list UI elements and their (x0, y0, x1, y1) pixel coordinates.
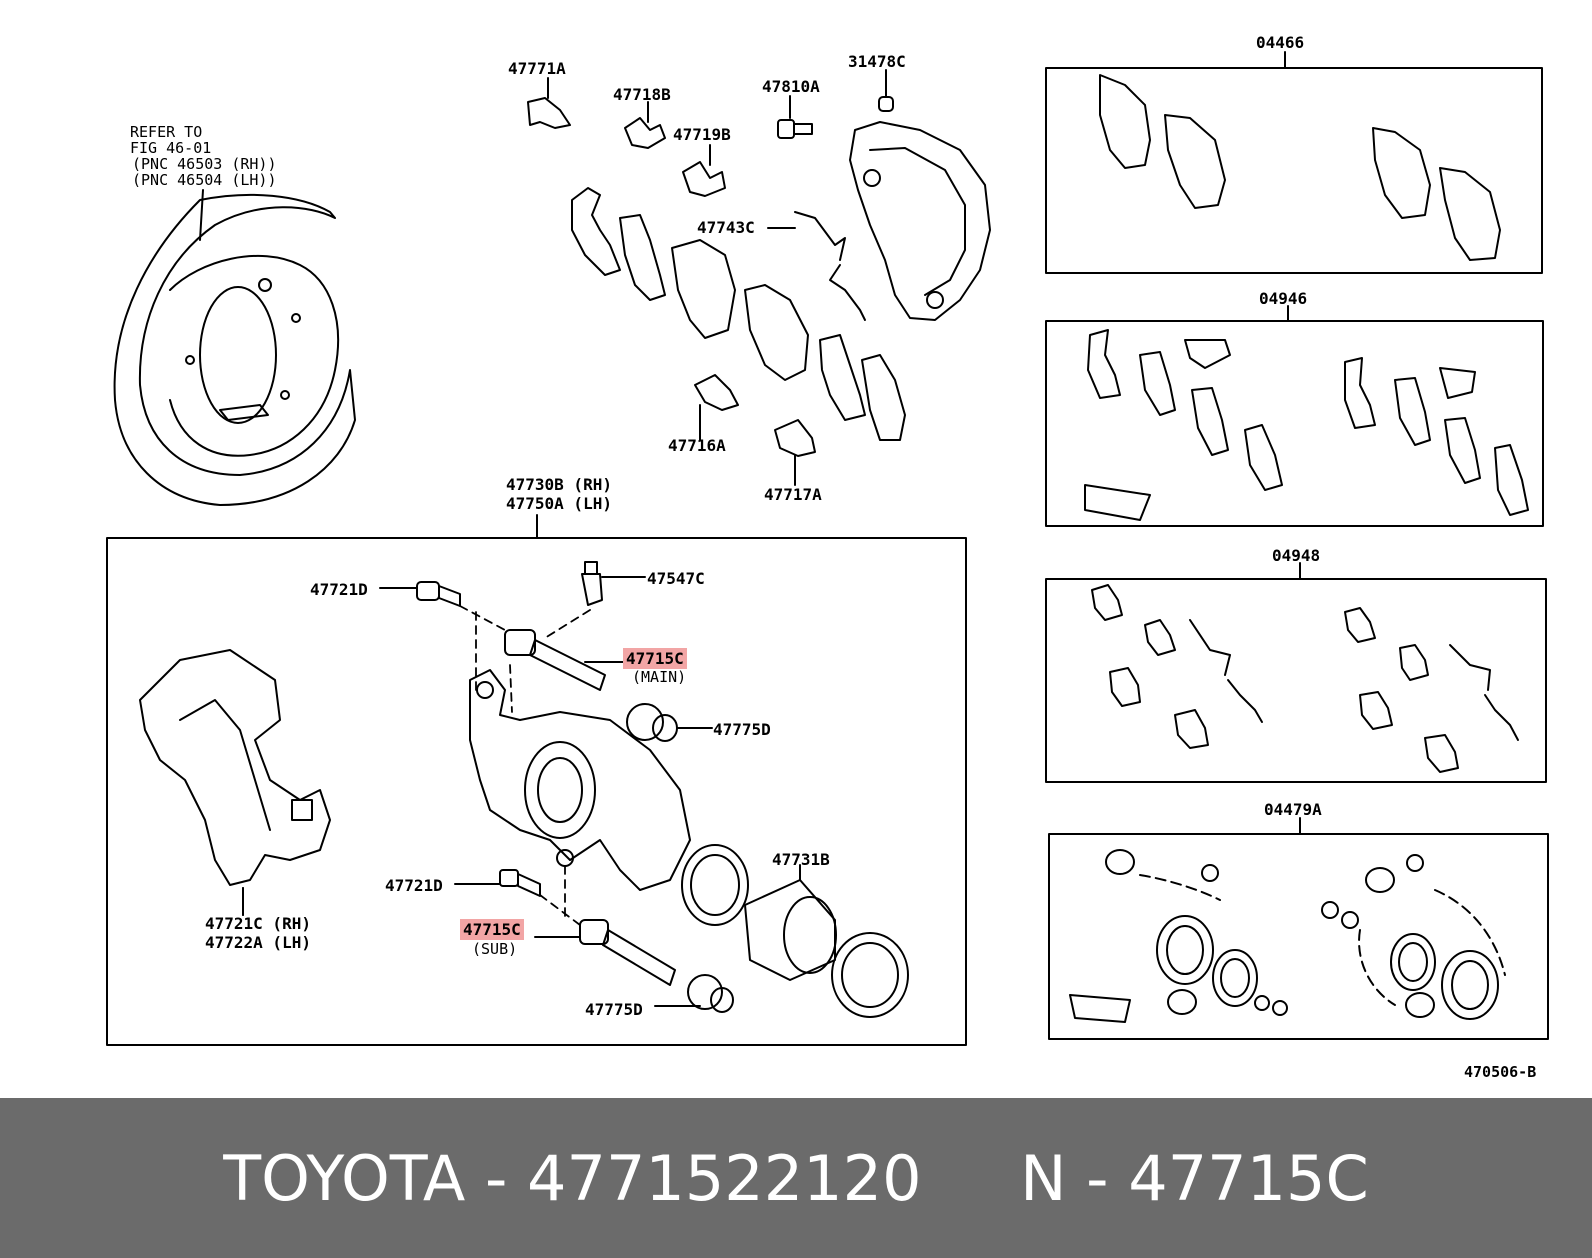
pad-set-upper (571, 187, 906, 441)
footer-pnc: 47715C (1128, 1141, 1369, 1215)
kit-04479A-seals (1069, 849, 1506, 1023)
highlighted-part-47715C-main[interactable]: 47715C (623, 648, 687, 669)
part-label-47775D-bottom[interactable]: 47775D (585, 1000, 643, 1019)
part-label-47771A[interactable]: 47771A (508, 59, 566, 78)
part-label-47721D-top[interactable]: 47721D (310, 580, 368, 599)
footer-n-label: N (1020, 1141, 1067, 1215)
part-label-47743C[interactable]: 47743C (697, 218, 755, 237)
part-label-47730B[interactable]: 47730B (RH) (506, 475, 612, 494)
bleeder-47547C (581, 561, 646, 606)
seal-large (831, 932, 909, 1018)
kit-label-04479A[interactable]: 04479A (1264, 800, 1322, 819)
part-label-47721D-bottom[interactable]: 47721D (385, 876, 443, 895)
clip-47717A (774, 419, 816, 486)
footer-bar: TOYOTA - 4771522120 N - 47715C (0, 1098, 1592, 1258)
kit-label-04466[interactable]: 04466 (1256, 33, 1305, 52)
refer-note-line3: (PNC 46503 (RH)) (132, 155, 277, 173)
part-label-47547C[interactable]: 47547C (647, 569, 705, 588)
part-label-47719B[interactable]: 47719B (673, 125, 731, 144)
caliper-upper (849, 121, 991, 321)
part-label-47721C[interactable]: 47721C (RH) (205, 914, 311, 933)
boot-47775D-bottom (654, 974, 734, 1013)
bolt-47721D-bottom (454, 869, 541, 897)
footer-brand: TOYOTA (223, 1141, 466, 1215)
kit-box-04479A (1048, 833, 1549, 1040)
refer-note-line4: (PNC 46504 (LH)) (132, 171, 277, 189)
footer-separator-2: - (1066, 1141, 1129, 1215)
part-label-47717A[interactable]: 47717A (764, 485, 822, 504)
caliper-assembly-box (106, 537, 967, 1046)
kit-box-04466 (1045, 67, 1543, 274)
part-sublabel-sub: (SUB) (472, 940, 518, 958)
part-sublabel-main: (MAIN) (632, 668, 687, 686)
kit-label-04946[interactable]: 04946 (1259, 289, 1308, 308)
bolt-47721D-top (379, 581, 461, 607)
clip-47716A (694, 374, 739, 441)
footer-gap (922, 1142, 1021, 1215)
part-label-47750A[interactable]: 47750A (LH) (506, 494, 612, 513)
bolt-47810A (777, 95, 813, 139)
parts-diagram: REFER TO FIG 46-01 (PNC 46503 (RH)) (PNC… (106, 33, 1549, 1081)
part-label-31478C[interactable]: 31478C (848, 52, 906, 71)
boot-47775D-top (626, 703, 713, 742)
diagram-drawing (106, 51, 1549, 1046)
part-label-47731B[interactable]: 47731B (772, 850, 830, 869)
footer-separator-1: - (465, 1141, 528, 1215)
kit-04466-pads (1099, 74, 1501, 261)
part-label-47715C-sub[interactable]: 47715C (460, 919, 524, 940)
highlighted-part-47715C-sub[interactable]: 47715C (460, 919, 524, 940)
part-label-47722A[interactable]: 47722A (LH) (205, 933, 311, 952)
pin-47715C-sub (534, 919, 676, 986)
refer-note-line1: REFER TO (130, 123, 203, 141)
footer-part-number: 4771522120 (527, 1141, 922, 1215)
part-label-47810A[interactable]: 47810A (762, 77, 820, 96)
figure-code: 470506-B (1464, 1063, 1537, 1081)
clip-47718B (624, 101, 666, 149)
refer-note-line2: FIG 46-01 (130, 139, 212, 157)
part-label-47775D-top[interactable]: 47775D (713, 720, 771, 739)
caliper-body-drawing (469, 669, 691, 891)
kit-label-04948[interactable]: 04948 (1272, 546, 1321, 565)
part-label-47716A[interactable]: 47716A (668, 436, 726, 455)
clip-47719B (682, 144, 726, 197)
cap-31478C (878, 69, 894, 112)
kit-box-04946 (1045, 320, 1544, 527)
mounting-bracket-drawing (139, 649, 331, 916)
seal-47731B-ring (681, 844, 749, 926)
backing-plate-drawing (113, 189, 356, 506)
part-label-47718B[interactable]: 47718B (613, 85, 671, 104)
kit-04946-shims (1084, 329, 1529, 521)
spring-47743C (767, 211, 866, 321)
pin-47715C-main (504, 629, 629, 691)
kit-box-04948 (1045, 578, 1547, 783)
kit-04948-clips (1091, 584, 1519, 773)
piston-47731B (744, 864, 837, 981)
part-label-47715C-main[interactable]: 47715C (623, 648, 687, 669)
clip-47771A (527, 77, 571, 129)
